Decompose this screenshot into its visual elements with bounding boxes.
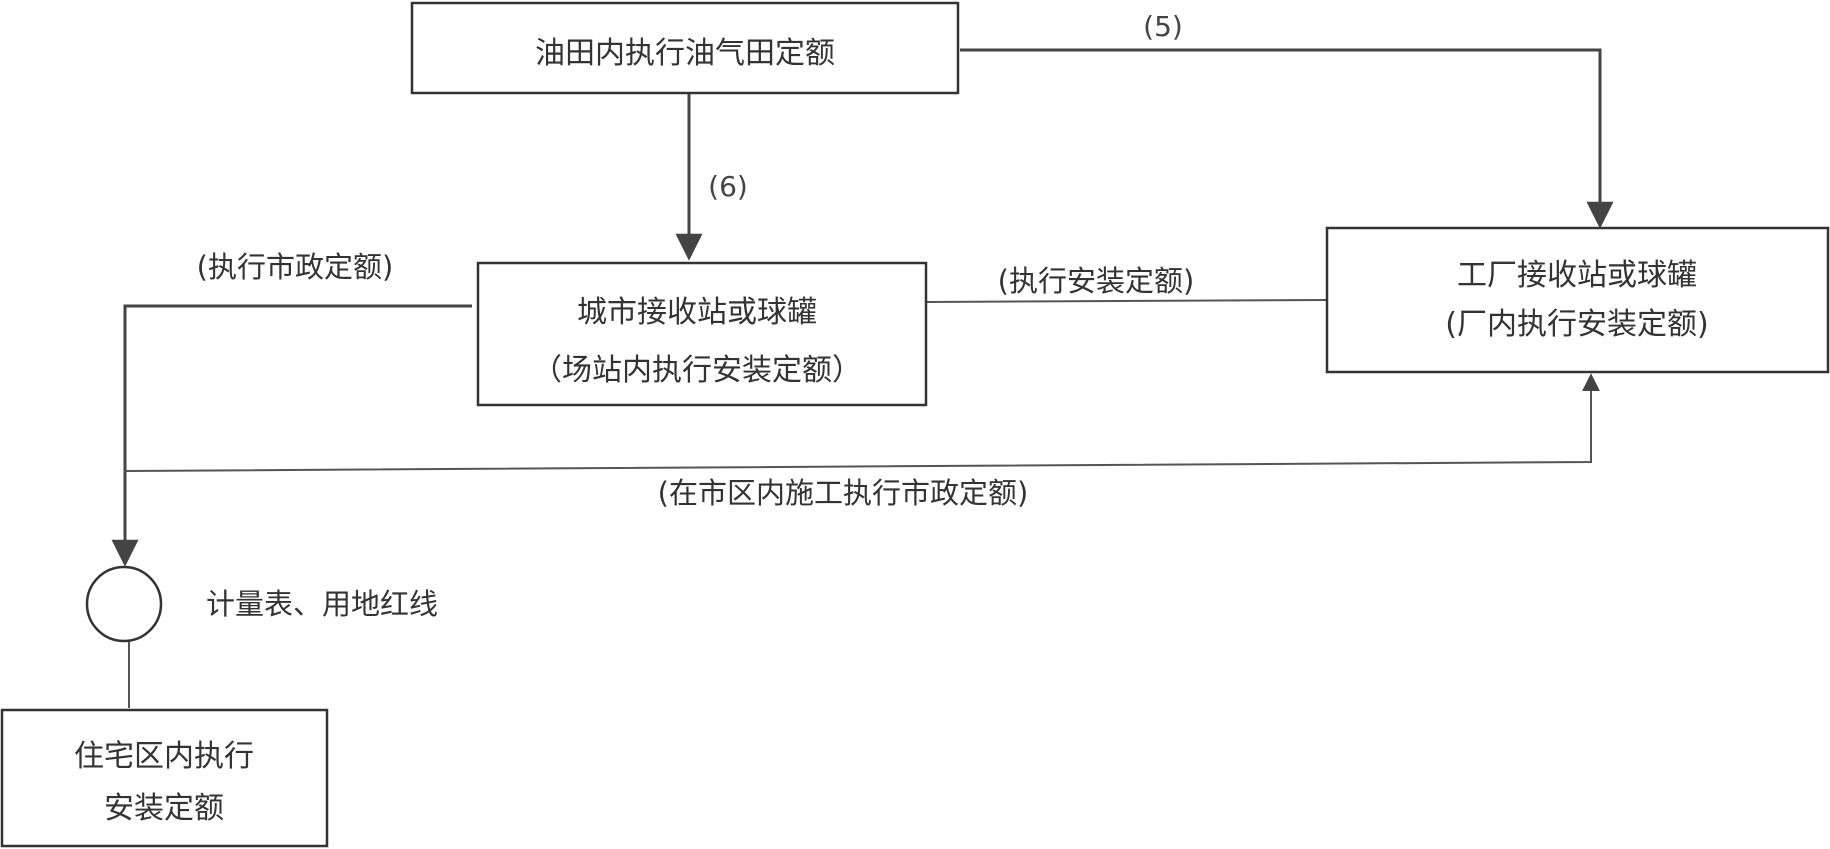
edge-city-to-factory [926, 299, 1327, 303]
meter-node-label: 计量表、用地红线 [206, 587, 438, 621]
edge-label-meter-to-factory: (在市区内施工执行市政定额) [658, 476, 1029, 510]
edge-oilfield-to-factory [960, 48, 1614, 229]
city-station-subtitle: （场站内执行安装定额） [532, 353, 862, 388]
edge-label-5: (5) [1143, 10, 1183, 43]
residential-box [0, 708, 329, 848]
factory-station-title: 工厂接收站或球罐 [1457, 258, 1697, 293]
edge-label-6: (6) [708, 170, 748, 203]
meter-node-circle [85, 565, 163, 643]
edge-label-city-to-meter: (执行市政定额) [197, 250, 394, 284]
edge-label-city-to-factory: (执行安装定额) [998, 264, 1195, 298]
edge-meter-to-factory [124, 373, 1600, 472]
residential-title: 住宅区内执行 [74, 739, 254, 774]
city-station-title: 城市接收站或球罐 [577, 295, 817, 330]
city-station-box [476, 261, 928, 407]
oilfield-box [410, 1, 960, 95]
factory-station-subtitle: (厂内执行安装定额) [1445, 307, 1708, 342]
oilfield-box-label: 油田内执行油气田定额 [535, 36, 835, 71]
residential-subtitle: 安装定额 [104, 791, 224, 826]
edge-city-to-meter [111, 304, 472, 567]
factory-station-box [1325, 226, 1830, 374]
